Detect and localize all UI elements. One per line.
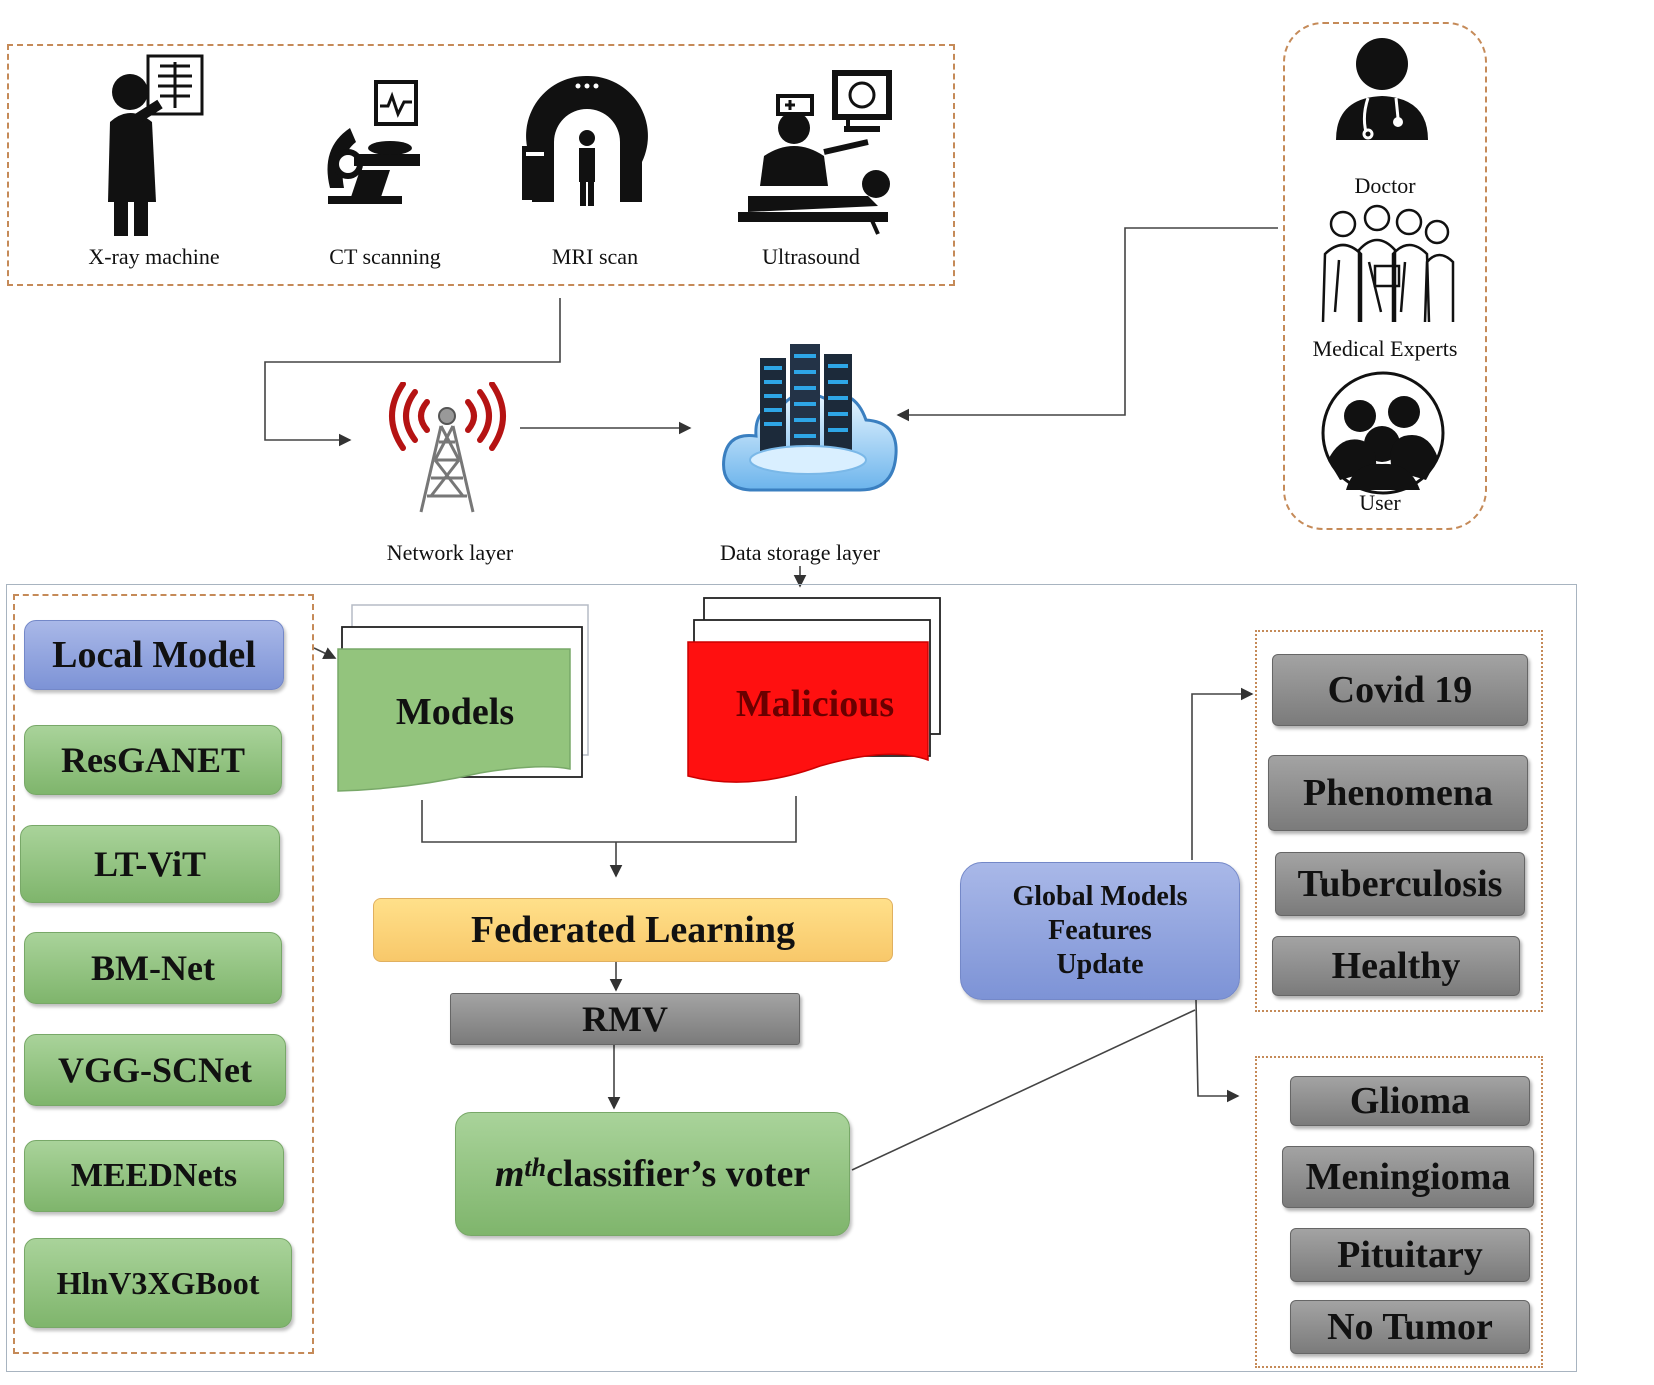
users-frame: [1283, 22, 1487, 530]
class-healthy: Healthy: [1272, 936, 1520, 996]
xray-machine-icon: [108, 54, 204, 236]
network-layer-label: Network layer: [386, 540, 514, 565]
ultrasound-label: Ultrasound: [762, 244, 860, 269]
medical-experts-label: Medical Experts: [1312, 336, 1458, 361]
local-model-header: Local Model: [24, 620, 284, 690]
ct-scanner-icon: [327, 80, 420, 204]
malicious-document-label: Malicious: [735, 683, 895, 725]
rmv-box: RMV: [450, 993, 800, 1045]
class-pituitary: Pituitary: [1290, 1228, 1530, 1282]
mri-scanner-icon: [522, 75, 648, 206]
local-model-item-vggscnet: VGG-SCNet: [24, 1034, 286, 1106]
arrow-users-to-storage: [896, 227, 1278, 422]
classes-group-b-frame: [1255, 1056, 1543, 1368]
global-line-2: Features: [1048, 915, 1152, 946]
local-models-frame: [13, 594, 314, 1354]
data-storage-layer-label: Data storage layer: [719, 540, 881, 565]
global-line-3: Update: [1056, 949, 1144, 980]
doctor-icon: [1336, 38, 1428, 140]
local-model-item-meednets: MEEDNets: [24, 1140, 284, 1212]
doctor-label: Doctor: [1354, 173, 1416, 198]
class-glioma: Glioma: [1290, 1076, 1530, 1126]
class-phenomena: Phenomena: [1268, 755, 1528, 831]
arrow-global-to-classes-b: [1195, 999, 1240, 1103]
models-document-label: Models: [395, 691, 515, 733]
network-tower-icon: [389, 382, 506, 513]
arrow-docs-to-federated: [421, 796, 797, 876]
voter-text: classifier’s voter: [546, 1153, 811, 1195]
class-meningioma: Meningioma: [1282, 1146, 1534, 1208]
mri-label: MRI scan: [551, 244, 639, 269]
local-model-item-bmnet: BM-Net: [24, 932, 282, 1004]
medical-experts-icon: [1321, 204, 1455, 323]
arrow-global-to-classes-a: [1191, 687, 1254, 860]
class-no-tumor: No Tumor: [1290, 1300, 1530, 1354]
class-tuberculosis: Tuberculosis: [1275, 852, 1525, 916]
local-model-item-hlnv3xgboot: HlnV3XGBoot: [24, 1238, 292, 1328]
arrow-local-to-models: [313, 647, 337, 659]
voter-m: m: [494, 1153, 525, 1195]
xray-label: X-ray machine: [88, 244, 220, 269]
user-group-icon: [1321, 371, 1445, 495]
ct-label: CT scanning: [329, 244, 441, 269]
arrow-devices-to-network: [264, 298, 561, 447]
arrow-voter-to-global: [851, 1009, 1196, 1171]
classes-group-a-frame: [1255, 630, 1543, 1012]
voter-sup: th: [524, 1153, 547, 1182]
local-model-item-ltvit: LT-ViT: [20, 825, 280, 903]
class-covid19: Covid 19: [1272, 654, 1528, 726]
ultrasound-icon: [738, 70, 892, 235]
user-label: User: [1359, 490, 1401, 515]
federated-learning-box: Federated Learning: [373, 898, 893, 962]
local-model-item-resganet: ResGANET: [24, 725, 282, 795]
global-line-1: Global Models: [1012, 881, 1188, 912]
device-frame: [7, 44, 955, 286]
models-document-stack: [337, 604, 589, 792]
data-storage-cloud-icon: [722, 344, 898, 492]
global-models-update-box: Global Models Features Update: [960, 862, 1240, 1000]
malicious-document-stack: [687, 597, 941, 783]
model-section-frame: [6, 584, 1577, 1372]
